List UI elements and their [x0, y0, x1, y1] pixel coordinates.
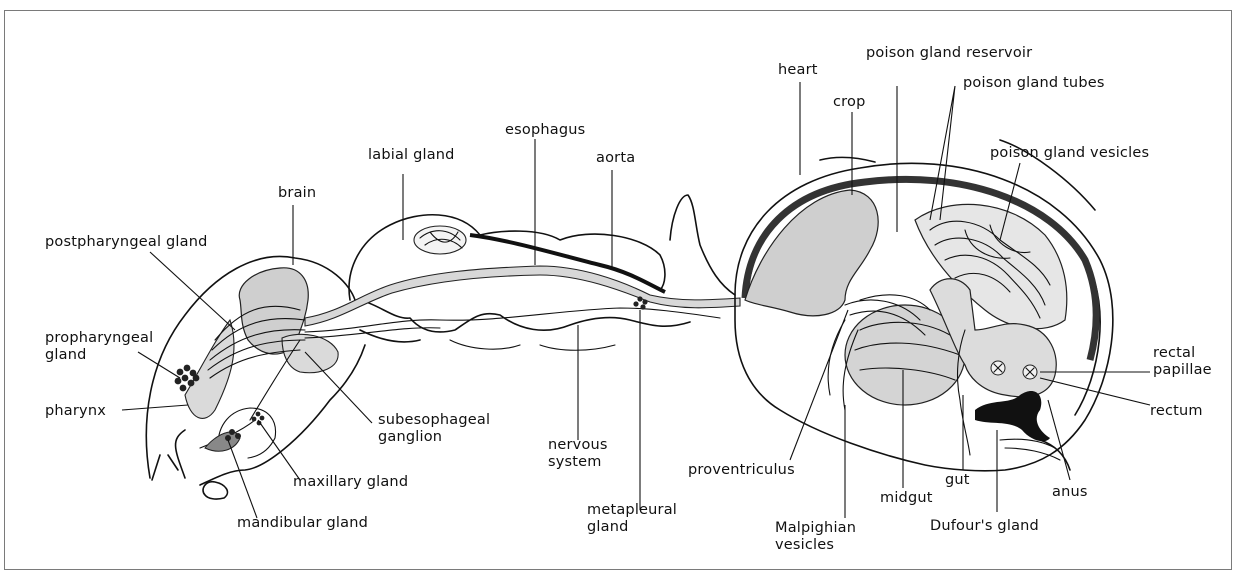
label-proventriculus: proventriculus: [688, 462, 795, 479]
label-nervous-system: nervous system: [548, 437, 608, 471]
label-gut: gut: [945, 472, 970, 489]
label-mandibular-gland: mandibular gland: [237, 515, 368, 532]
mandibular-gland-organ: [205, 429, 241, 451]
label-metapleural-gland: metapleural gland: [587, 502, 677, 536]
crop-organ: [745, 190, 878, 316]
label-pharynx: pharynx: [45, 403, 106, 420]
label-midgut: midgut: [880, 490, 933, 507]
dufours-gland-organ: [975, 391, 1050, 441]
poison-gland-vesicles-organ: [915, 204, 1067, 328]
esophagus-organ: [305, 266, 740, 326]
label-aorta: aorta: [596, 150, 635, 167]
label-labial-gland: labial gland: [368, 147, 455, 164]
label-postpharyngeal-gland: postpharyngeal gland: [45, 234, 208, 251]
label-poison-gland-vesicles: poison gland vesicles: [990, 145, 1149, 162]
label-maxillary-gland: maxillary gland: [293, 474, 408, 491]
label-poison-gland-tubes: poison gland tubes: [963, 75, 1105, 92]
label-crop: crop: [833, 94, 866, 111]
label-dufours-gland: Dufour's gland: [930, 518, 1039, 535]
label-esophagus: esophagus: [505, 122, 585, 139]
label-rectum: rectum: [1150, 403, 1203, 420]
label-heart: heart: [778, 62, 818, 79]
label-brain: brain: [278, 185, 316, 202]
label-anus: anus: [1052, 484, 1088, 501]
label-poison-gland-reservoir: poison gland reservoir: [866, 45, 1032, 62]
label-propharyngeal-gland: propharyngeal gland: [45, 330, 153, 364]
labial-gland-organ: [414, 226, 466, 254]
sting-detail: [1000, 439, 1060, 460]
label-malpighian-vesicles: Malpighian vesicles: [775, 520, 856, 554]
label-subesophageal-ganglion: subesophageal ganglion: [378, 412, 490, 446]
aorta-organ: [470, 235, 665, 292]
label-rectal-papillae: rectal papillae: [1153, 345, 1212, 379]
